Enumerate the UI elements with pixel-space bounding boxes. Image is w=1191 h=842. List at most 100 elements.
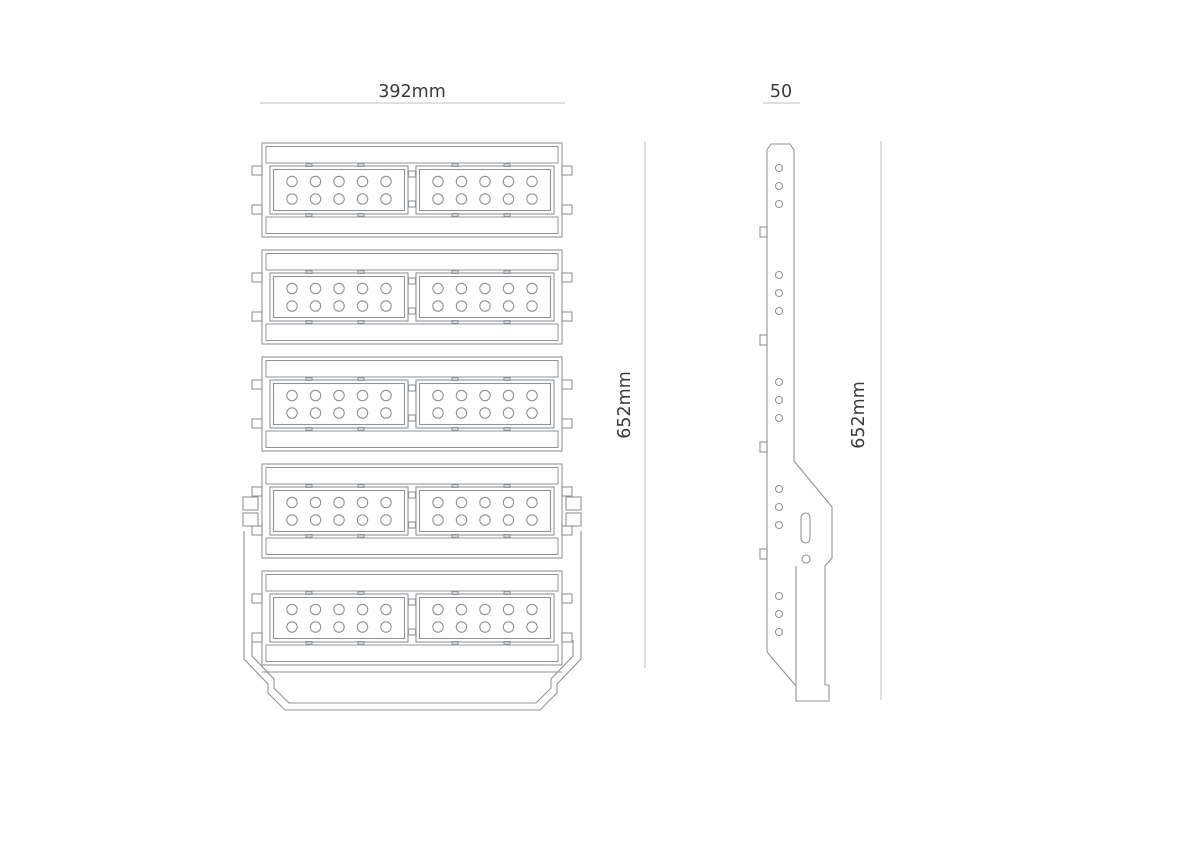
joint-mark xyxy=(407,170,417,178)
edge-tab xyxy=(759,548,768,560)
led-row xyxy=(432,389,538,402)
led-panel-right xyxy=(415,163,555,217)
fin-strip-top xyxy=(265,574,559,592)
mount-boss xyxy=(242,512,259,527)
side-tab xyxy=(251,593,263,604)
dimension-side-width: 50 xyxy=(763,82,800,104)
side-tab xyxy=(561,525,573,536)
side-tab xyxy=(251,311,263,322)
led-module xyxy=(251,249,573,345)
pivot-hole xyxy=(801,554,811,564)
led-row xyxy=(286,496,392,509)
dimension-side-height: 652mm xyxy=(849,141,882,700)
led-panel-left xyxy=(269,591,409,645)
led-row xyxy=(432,300,538,312)
led-panel-right xyxy=(415,484,555,538)
mount-boss xyxy=(565,496,582,511)
led-row xyxy=(286,193,392,205)
fin-strip-bottom xyxy=(265,430,559,448)
led-row xyxy=(286,389,392,402)
front-view: 392mm 652mm xyxy=(242,82,646,711)
side-tab xyxy=(561,165,573,176)
side-tab xyxy=(561,632,573,643)
led-panel-right xyxy=(415,270,555,324)
led-panel-right xyxy=(415,377,555,431)
fin-strip-top xyxy=(265,253,559,271)
mount-boss xyxy=(565,512,582,527)
led-row xyxy=(432,621,538,633)
joint-mark xyxy=(407,521,417,529)
joint-mark xyxy=(407,277,417,285)
led-row xyxy=(286,175,392,188)
bracket-slot xyxy=(800,512,811,544)
side-tab xyxy=(561,418,573,429)
side-tab xyxy=(251,632,263,643)
side-tab xyxy=(251,204,263,215)
mount-boss xyxy=(242,496,259,511)
dimension-front-width: 392mm xyxy=(260,82,565,104)
fin-strip-top xyxy=(265,146,559,164)
led-row xyxy=(286,621,392,633)
joint-mark xyxy=(407,628,417,636)
side-tab xyxy=(251,525,263,536)
mounting-bracket-front xyxy=(242,496,582,711)
fin-strip-bottom xyxy=(265,323,559,341)
side-tab xyxy=(251,418,263,429)
led-row xyxy=(432,514,538,526)
side-tab xyxy=(561,311,573,322)
edge-tab xyxy=(759,441,768,453)
led-panel-right xyxy=(415,591,555,645)
led-row xyxy=(432,603,538,616)
side-tab xyxy=(251,272,263,283)
led-panel-left xyxy=(269,270,409,324)
side-tab xyxy=(251,165,263,176)
side-tab xyxy=(251,379,263,390)
edge-tab xyxy=(759,226,768,238)
front-width-label: 392mm xyxy=(378,82,446,102)
led-panel-left xyxy=(269,484,409,538)
edge-tab xyxy=(759,334,768,346)
fin-strip-bottom xyxy=(265,537,559,555)
side-tab xyxy=(561,486,573,497)
fin-strip-top xyxy=(265,467,559,485)
led-module xyxy=(251,570,573,666)
joint-mark xyxy=(407,384,417,392)
side-profile xyxy=(759,143,833,702)
fin-strip-top xyxy=(265,360,559,378)
side-tab xyxy=(251,486,263,497)
side-width-label: 50 xyxy=(770,82,792,102)
led-module xyxy=(251,463,573,559)
front-height-label: 652mm xyxy=(615,371,635,439)
led-row xyxy=(286,407,392,419)
side-tab xyxy=(561,379,573,390)
led-module xyxy=(251,356,573,452)
fin-strip-bottom xyxy=(265,216,559,234)
led-row xyxy=(286,514,392,526)
led-row xyxy=(432,193,538,205)
led-row xyxy=(432,175,538,188)
led-panel-left xyxy=(269,163,409,217)
led-row xyxy=(432,496,538,509)
side-tab xyxy=(561,593,573,604)
led-panel-left xyxy=(269,377,409,431)
led-modules-stack xyxy=(251,142,573,666)
dimension-front-height: 652mm xyxy=(615,141,646,668)
side-tab xyxy=(561,204,573,215)
joint-mark xyxy=(407,307,417,315)
joint-mark xyxy=(407,200,417,208)
joint-mark xyxy=(407,414,417,422)
led-row xyxy=(286,603,392,616)
side-view: 50 652mm xyxy=(759,82,882,702)
led-module xyxy=(251,142,573,238)
fin-strip-bottom xyxy=(265,644,559,662)
side-height-label: 652mm xyxy=(849,381,869,449)
led-row xyxy=(286,282,392,295)
led-row xyxy=(286,300,392,312)
led-row xyxy=(432,407,538,419)
joint-mark xyxy=(407,491,417,499)
screw-holes xyxy=(774,163,784,637)
joint-mark xyxy=(407,598,417,606)
led-row xyxy=(432,282,538,295)
